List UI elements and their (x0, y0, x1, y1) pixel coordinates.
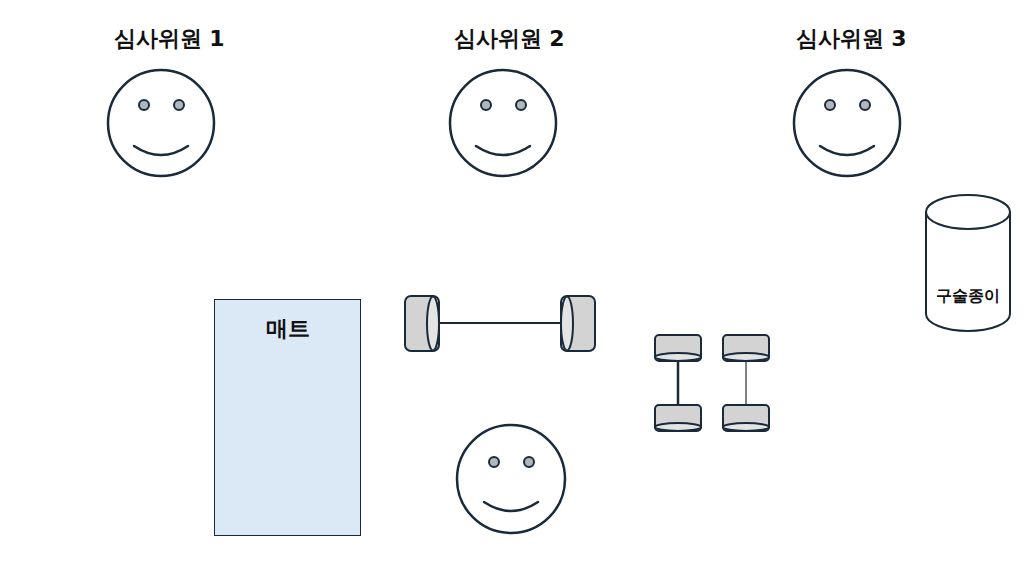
judge-label: 심사위원 3 (761, 24, 941, 54)
judge-label: 심사위원 2 (419, 24, 599, 54)
judge-node: 심사위원 3 (777, 20, 917, 180)
cylinder-outline (925, 194, 1011, 332)
paper-cylinder: 구술종이 (925, 194, 1011, 332)
judge-node: 심사위원 1 (91, 20, 231, 180)
dumbbell (655, 335, 701, 431)
athlete-face (457, 425, 565, 533)
judge-label: 심사위원 1 (79, 24, 259, 54)
cylinder-label: 구술종이 (915, 286, 1021, 307)
dumbbell (723, 335, 769, 431)
mat-box: 매트 (214, 299, 361, 536)
mat-label: 매트 (215, 314, 360, 344)
judge-node: 심사위원 2 (433, 20, 573, 180)
barbell (405, 296, 595, 351)
